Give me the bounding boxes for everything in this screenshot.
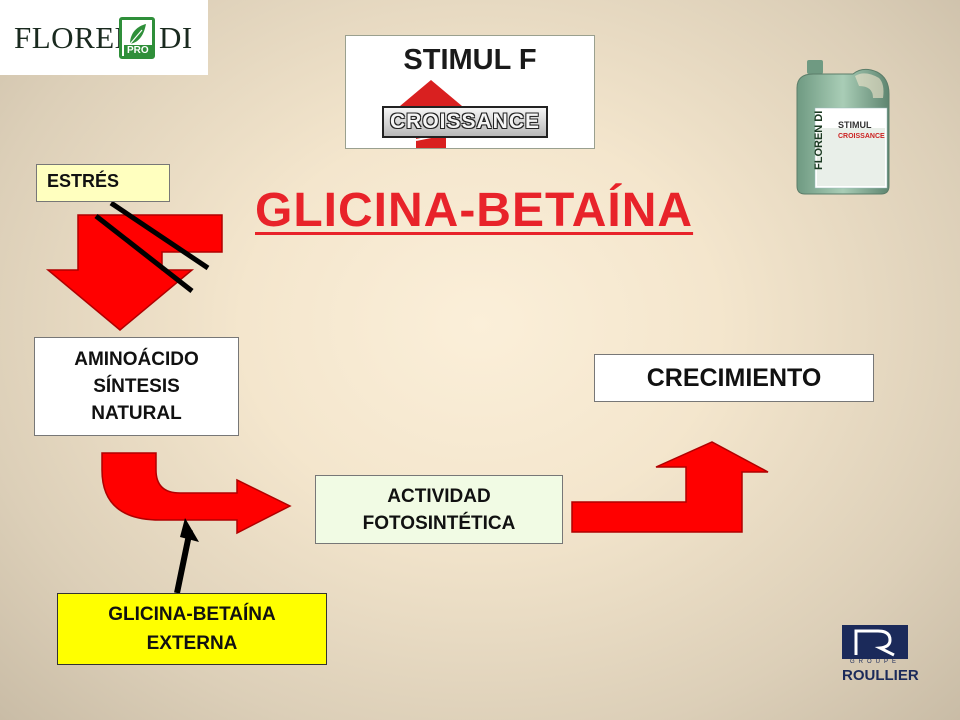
leaf-icon: [129, 24, 146, 45]
node-actividad: ACTIVIDAD FOTOSINTÉTICA: [315, 475, 563, 544]
amino-line-1: AMINOÁCIDO: [74, 349, 199, 370]
florendi-logo: FLOREN PRO DI: [0, 0, 208, 75]
external-input-arrow-shaft: [174, 529, 193, 594]
block-line-1: [109, 200, 210, 271]
actividad-line-1: ACTIVIDAD: [387, 486, 491, 507]
glicina-ext-line-1: GLICINA-BETAÍNA: [108, 604, 276, 625]
node-estres: ESTRÉS: [36, 164, 170, 202]
roullier-emblem-icon: [842, 625, 908, 659]
glicina-ext-line-2: EXTERNA: [146, 633, 238, 654]
roullier-word: ROULLIER: [842, 667, 919, 684]
logo-text-right: DI: [159, 20, 193, 55]
croissance-banner: CROISSANCE: [382, 106, 549, 138]
amino-line-3: NATURAL: [91, 403, 182, 424]
jug-label-stimul: STIMUL: [838, 120, 872, 130]
logo-text-left: FLOREN: [14, 20, 138, 55]
product-jug-image: [796, 60, 890, 195]
stress-arrow: [45, 214, 223, 331]
main-title: GLICINA-BETAÍNA: [255, 184, 694, 237]
block-line-2: [94, 214, 194, 293]
growth-step-arrow: [571, 441, 769, 533]
node-glicina-externa: GLICINA-BETAÍNA EXTERNA: [57, 593, 327, 665]
roullier-groupe-text: GROUPE: [849, 659, 900, 665]
product-title: STIMUL F: [403, 44, 537, 76]
node-aminoacido: AMINOÁCIDO SÍNTESIS NATURAL: [34, 337, 239, 436]
roullier-logo: GROUPE ROULLIER: [842, 625, 919, 687]
logo-pro-badge: PRO: [124, 45, 152, 57]
node-crecimiento: CRECIMIENTO: [594, 354, 874, 402]
amino-line-2: SÍNTESIS: [93, 376, 180, 397]
external-input-arrow-head: [180, 518, 199, 542]
jug-label-croissance: CROISSANCE: [838, 133, 885, 140]
curved-arrow: [101, 452, 292, 535]
actividad-line-2: FOTOSINTÉTICA: [362, 513, 516, 534]
product-box: STIMUL F CROISSANCE: [345, 35, 595, 149]
